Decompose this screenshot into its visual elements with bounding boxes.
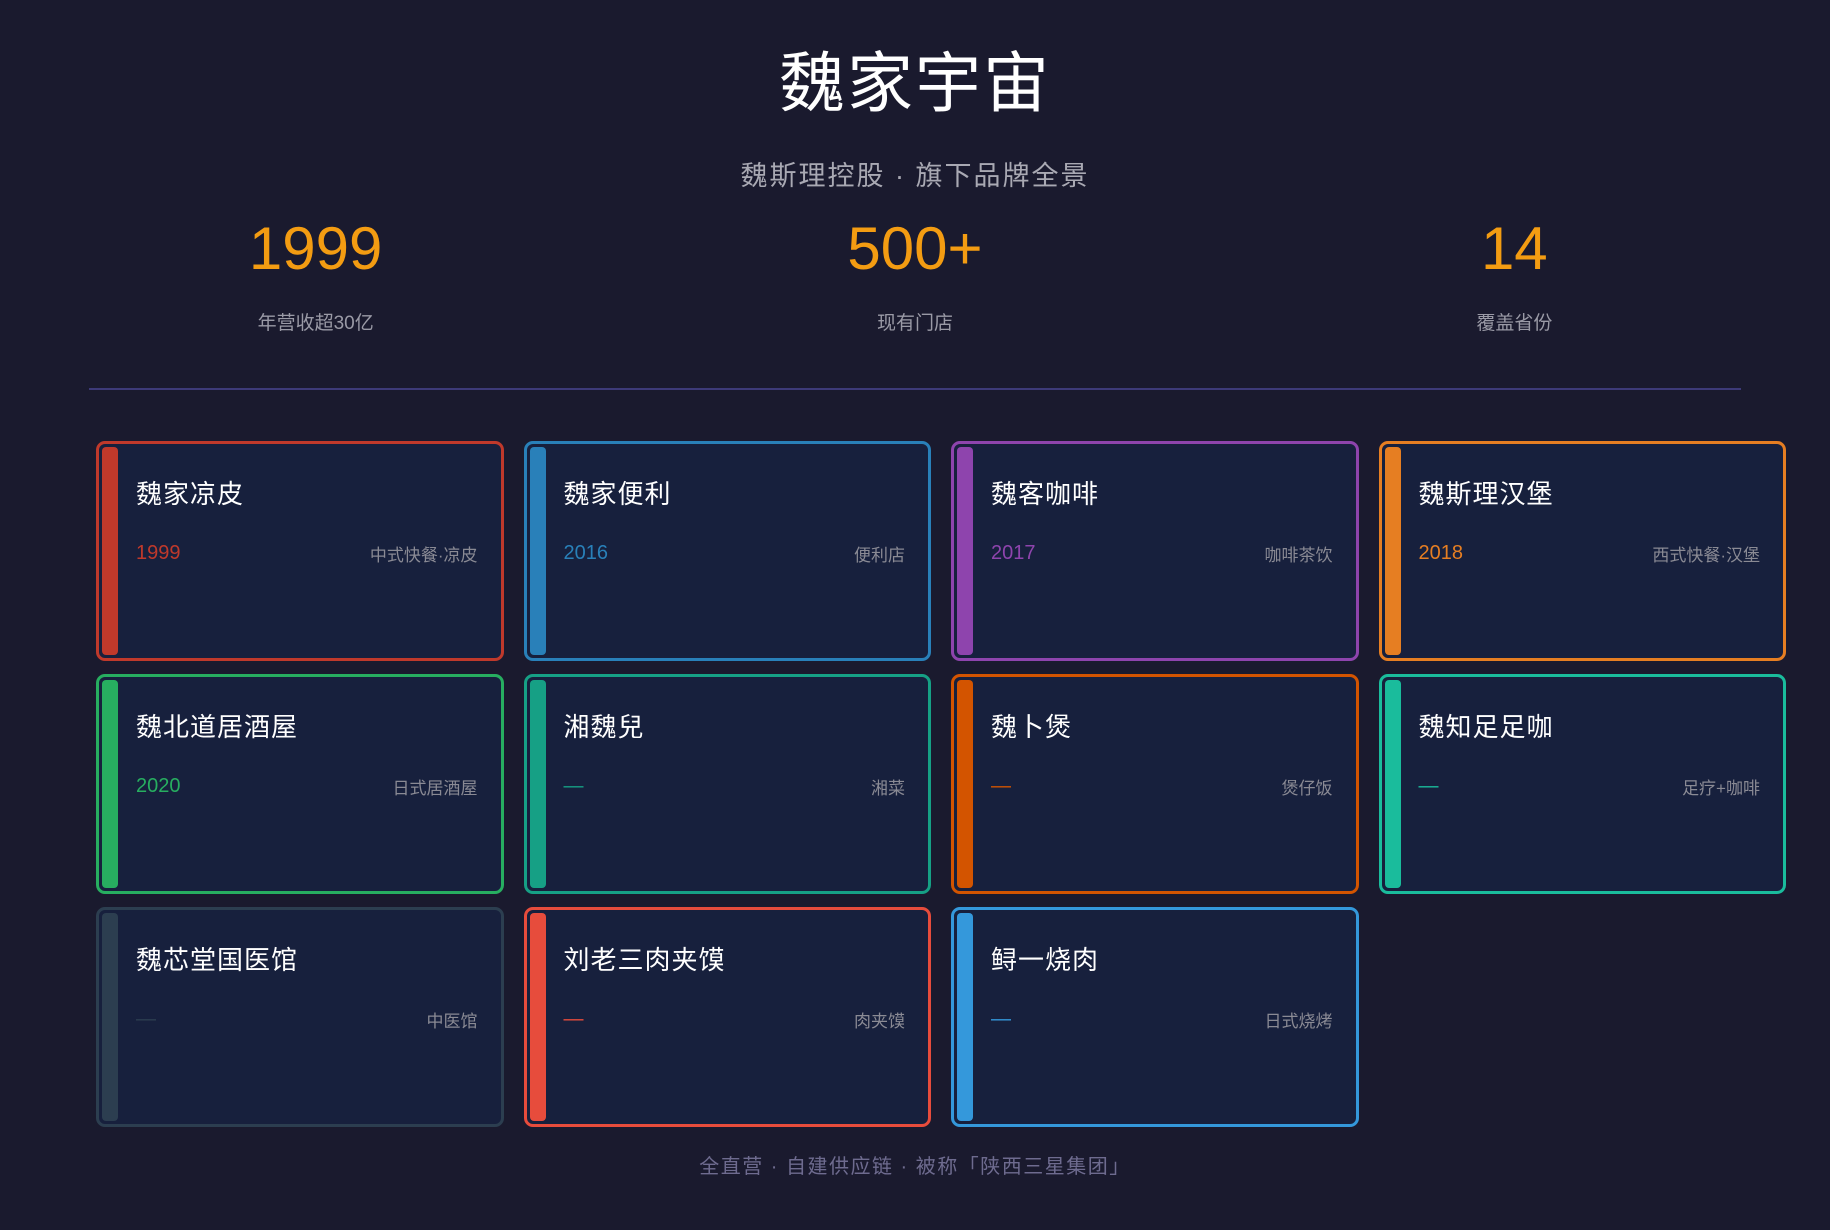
brand-category: 便利店 (854, 545, 905, 565)
accent-bar (957, 680, 973, 888)
stat-value: 500+ (847, 215, 983, 282)
brand-card[interactable]: 魏客咖啡 2017 咖啡茶饮 (951, 441, 1359, 661)
brand-name: 魏斯理汉堡 (1418, 479, 1554, 509)
brand-card[interactable]: 刘老三肉夹馍 — 肉夹馍 (523, 907, 931, 1127)
brand-year: 2016 (563, 541, 609, 564)
brand-meta: 2018 西式快餐·汉堡 (1419, 538, 1761, 568)
brand-year: — (1418, 774, 1439, 797)
brand-category: 肉夹馍 (854, 1011, 905, 1031)
brand-card[interactable]: 魏家凉皮 1999 中式快餐·凉皮 (96, 441, 504, 661)
accent-bar (957, 447, 973, 655)
page-title: 魏家宇宙 (779, 46, 1051, 120)
brand-year: — (563, 1007, 584, 1030)
brand-meta: 1999 中式快餐·凉皮 (136, 538, 478, 568)
brand-meta: — 湘菜 (564, 771, 906, 801)
brand-category: 中医馆 (426, 1011, 478, 1031)
brand-name: 魏知足足咖 (1418, 712, 1554, 742)
accent-bar (102, 447, 118, 655)
brand-card[interactable]: 魏卜煲 — 煲仔饭 (951, 674, 1359, 894)
brand-name: 魏客咖啡 (991, 479, 1100, 509)
section-divider (89, 388, 1741, 390)
brand-meta: — 足疗+咖啡 (1419, 771, 1761, 801)
brand-name: 湘魏兒 (563, 712, 645, 742)
brand-category: 日式居酒屋 (392, 778, 478, 798)
brand-card[interactable]: 鲟一烧肉 — 日式烧烤 (951, 907, 1359, 1127)
brand-year: 2017 (991, 541, 1036, 564)
brand-year: 2020 (136, 774, 181, 797)
brand-name: 魏北道居酒屋 (136, 712, 299, 742)
brand-year: 1999 (136, 541, 181, 564)
brand-name: 魏家凉皮 (136, 479, 245, 509)
brand-card[interactable]: 湘魏兒 — 湘菜 (523, 674, 931, 894)
brand-name: 魏卜煲 (991, 712, 1073, 742)
stat-value: 1999 (248, 215, 383, 282)
brand-year: 2018 (1418, 541, 1464, 564)
accent-bar (102, 680, 118, 888)
brand-meta: — 肉夹馍 (564, 1004, 906, 1034)
stat-label: 年营收超30亿 (257, 313, 374, 334)
brand-card[interactable]: 魏北道居酒屋 2020 日式居酒屋 (96, 674, 504, 894)
brand-name: 刘老三肉夹馍 (563, 945, 726, 975)
brand-meta: — 日式烧烤 (991, 1004, 1333, 1034)
brand-category: 湘菜 (871, 778, 905, 798)
brand-grid: 魏家凉皮 1999 中式快餐·凉皮 魏家便利 2016 便利店 魏客咖啡 201… (96, 441, 1786, 1127)
brand-meta: 2016 便利店 (564, 538, 906, 568)
brand-card[interactable]: 魏斯理汉堡 2018 西式快餐·汉堡 (1378, 441, 1786, 661)
stat-value: 14 (1480, 215, 1548, 282)
stat-label: 现有门店 (876, 313, 953, 334)
stat-revenue: 1999 年营收超30亿 (16, 212, 615, 338)
brand-year: — (136, 1007, 156, 1030)
stat-provinces: 14 覆盖省份 (1215, 212, 1814, 338)
brand-category: 日式烧烤 (1264, 1011, 1333, 1031)
brand-meta: 2020 日式居酒屋 (136, 771, 478, 801)
accent-bar (102, 913, 118, 1121)
brand-meta: — 中医馆 (136, 1004, 478, 1034)
accent-bar (529, 447, 546, 655)
brand-category: 煲仔饭 (1281, 778, 1333, 798)
brand-name: 魏芯堂国医馆 (136, 945, 299, 975)
brand-category: 咖啡茶饮 (1264, 545, 1333, 565)
brand-category: 中式快餐·凉皮 (369, 545, 478, 565)
stat-label: 覆盖省份 (1476, 313, 1553, 334)
accent-bar (529, 680, 546, 888)
accent-bar (529, 913, 546, 1121)
stat-stores: 500+ 现有门店 (615, 212, 1214, 338)
brand-category: 西式快餐·汉堡 (1652, 545, 1760, 565)
brand-card[interactable]: 魏知足足咖 — 足疗+咖啡 (1378, 674, 1786, 894)
brand-year: — (991, 774, 1011, 797)
brand-year: — (991, 1007, 1011, 1030)
brand-year: — (563, 774, 584, 797)
stats-row: 1999 年营收超30亿 500+ 现有门店 14 覆盖省份 (16, 212, 1814, 338)
accent-bar (957, 913, 973, 1121)
accent-bar (1384, 680, 1401, 888)
brand-meta: — 煲仔饭 (991, 771, 1333, 801)
accent-bar (1384, 447, 1401, 655)
brand-category: 足疗+咖啡 (1682, 778, 1760, 798)
brand-name: 魏家便利 (563, 479, 672, 509)
page-subtitle: 魏斯理控股 · 旗下品牌全景 (740, 161, 1090, 191)
footer-note: 全直营 · 自建供应链 · 被称「陕西三星集团」 (699, 1156, 1131, 1178)
brand-meta: 2017 咖啡茶饮 (991, 538, 1333, 568)
brand-card[interactable]: 魏芯堂国医馆 — 中医馆 (96, 907, 504, 1127)
brand-name: 鲟一烧肉 (991, 945, 1100, 975)
brand-card[interactable]: 魏家便利 2016 便利店 (523, 441, 931, 661)
